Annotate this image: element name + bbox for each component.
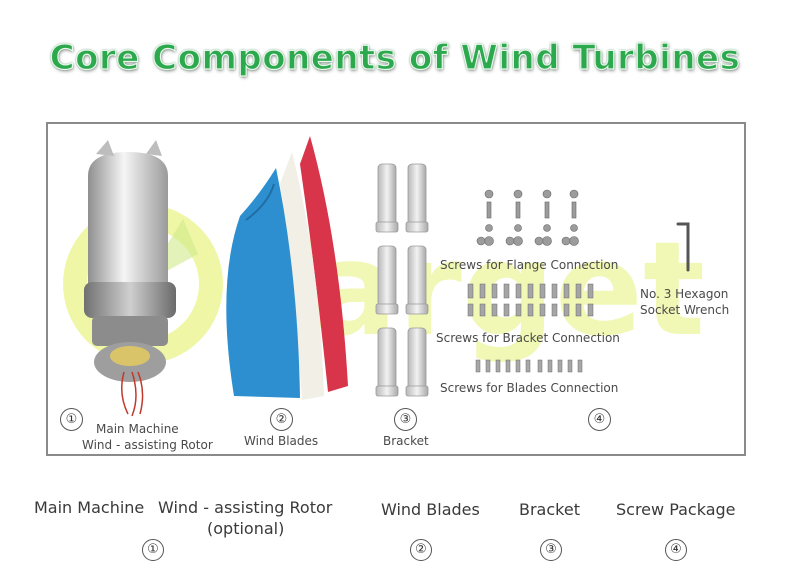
components-panel: Target — [46, 122, 746, 456]
blade-screws-label: Screws for Blades Connection — [440, 381, 619, 395]
bracket-screws-image — [467, 283, 594, 317]
blade-screws-image — [475, 359, 583, 373]
rotor-label: Wind - assisting Rotor — [82, 438, 213, 452]
hex-wrench-label-line2: Socket Wrench — [640, 303, 730, 317]
bracket-image — [375, 163, 429, 397]
caption-main-machine: Main Machine — [34, 498, 145, 517]
panel-number-3: ③ — [394, 408, 417, 431]
page-title: Core Components of Wind Turbines — [49, 37, 741, 78]
components-illustration — [84, 136, 690, 417]
caption-number-4: ④ — [665, 539, 687, 561]
panel-number-2: ② — [270, 408, 293, 431]
caption-screw-package: Screw Package — [616, 500, 736, 519]
bracket-screws-label: Screws for Bracket Connection — [436, 331, 620, 345]
hex-wrench-image — [676, 222, 690, 272]
wind-blades-image — [226, 136, 348, 400]
caption-number-3: ③ — [540, 539, 562, 561]
main-machine-image — [84, 140, 176, 417]
bracket-label: Bracket — [383, 434, 429, 448]
caption-rotor: Wind - assisting Rotor — [158, 498, 333, 517]
flange-screws-image — [476, 189, 579, 246]
caption-number-1: ① — [142, 539, 164, 561]
panel-number-4: ④ — [588, 408, 611, 431]
caption-bracket: Bracket — [519, 500, 580, 519]
caption-rotor-optional: (optional) — [207, 519, 285, 538]
caption-number-2: ② — [410, 539, 432, 561]
flange-screws-label: Screws for Flange Connection — [440, 258, 619, 272]
wind-blades-label: Wind Blades — [244, 434, 319, 448]
main-machine-label: Main Machine — [96, 422, 179, 436]
hex-wrench-label-line1: No. 3 Hexagon — [640, 287, 729, 301]
panel-number-1: ① — [60, 408, 83, 431]
caption-wind-blades: Wind Blades — [381, 500, 480, 519]
